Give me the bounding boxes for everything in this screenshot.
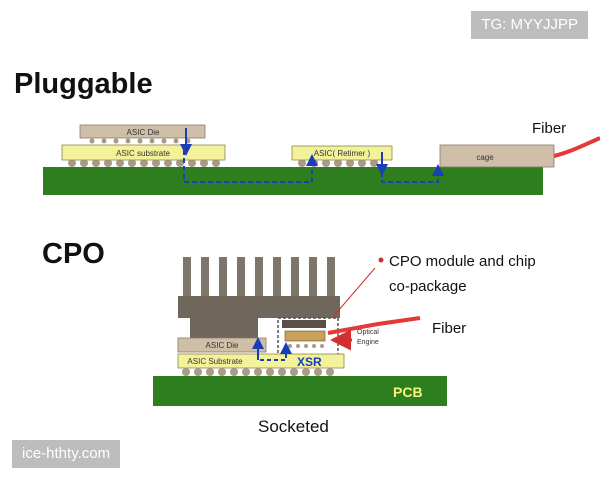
cpo-solder-balls xyxy=(182,368,334,376)
cpo-pcb xyxy=(153,376,447,406)
pluggable-cage xyxy=(439,144,555,168)
cpo-callout-dot xyxy=(378,257,384,263)
cpo-callout-line xyxy=(331,267,376,319)
pluggable-title: Pluggable xyxy=(14,68,153,100)
pluggable-cage-label: cage xyxy=(476,153,494,162)
watermark-top: TG: MYYJJPP xyxy=(471,11,588,39)
pluggable-signal-path-1 xyxy=(183,150,318,183)
pluggable-solder-balls-asic xyxy=(68,159,220,167)
cpo-caption: Socketed xyxy=(258,417,329,436)
cpo-heatsink-fins xyxy=(183,257,335,297)
cpo-asic-substrate-label: ASIC Substrate xyxy=(187,357,243,366)
cpo-heatsink-post xyxy=(190,318,258,338)
cpo-fiber-label: Fiber xyxy=(432,320,466,337)
watermark-bottom: ice-hthty.com xyxy=(12,440,121,468)
cpo-title: CPO xyxy=(42,238,105,270)
cpo-asic-die xyxy=(177,337,267,353)
pluggable-asic-die-label: ASIC Die xyxy=(127,128,160,137)
pluggable-fiber xyxy=(553,136,600,158)
pluggable-signal-path-2 xyxy=(381,164,444,183)
cpo-asic-die-label: ASIC Die xyxy=(206,341,239,350)
cpo-optical-chip xyxy=(284,330,326,342)
cpo-callout-line2: co-package xyxy=(389,278,467,295)
cpo-module-top xyxy=(282,320,326,328)
pluggable-die-bumps xyxy=(89,138,191,144)
cpo-pcb-label: PCB xyxy=(393,384,423,400)
pluggable-retimer-label: ASIC( Retimer ) xyxy=(314,149,371,158)
pluggable-fiber-label: Fiber xyxy=(532,120,566,137)
pluggable-asic-die xyxy=(79,124,206,139)
cpo-xsr-label: XSR xyxy=(297,355,322,369)
pluggable-asic-substrate-label: ASIC substrate xyxy=(116,149,170,158)
cpo-optical-engine-label-1: Optical xyxy=(357,329,379,336)
cpo-callout-line1: CPO module and chip xyxy=(389,253,536,270)
cpo-signal-path xyxy=(260,342,292,361)
cpo-optical-engine-label-2: Engine xyxy=(357,339,379,346)
cpo-heatsink-base xyxy=(178,296,340,318)
